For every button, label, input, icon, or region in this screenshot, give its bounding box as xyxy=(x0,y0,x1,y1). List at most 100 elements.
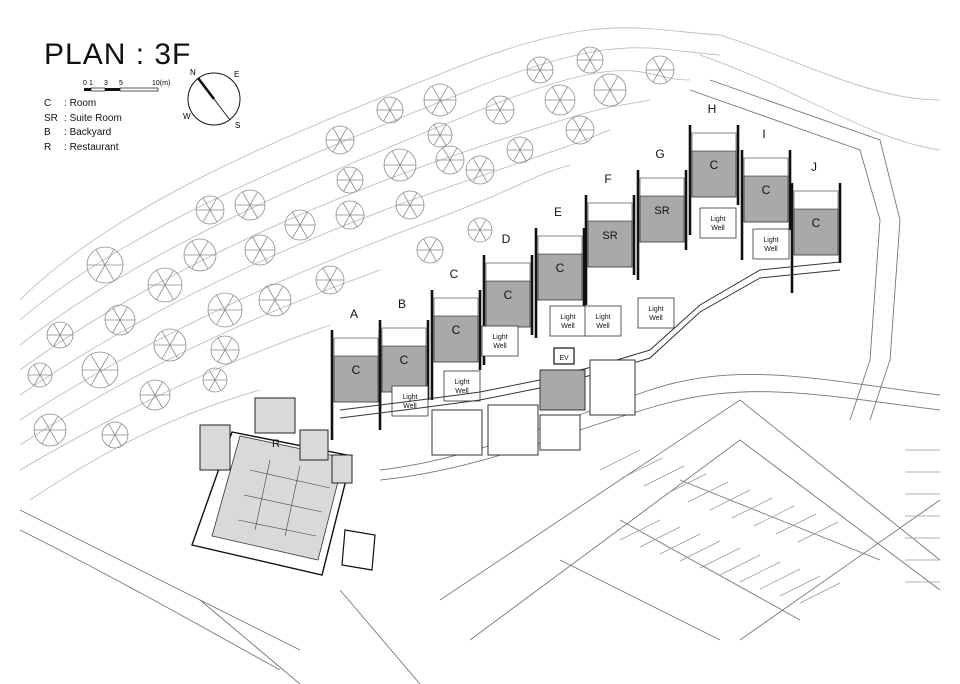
tree-branch xyxy=(208,369,216,381)
tree-branch xyxy=(224,337,233,351)
tree-branch xyxy=(449,159,458,173)
tree-branch xyxy=(154,381,163,396)
light-well-label: Well xyxy=(711,225,725,232)
tree-branch xyxy=(579,117,588,131)
tree-branch xyxy=(53,323,61,336)
room-unit xyxy=(793,208,839,256)
suite-room-label: SR xyxy=(602,230,617,242)
tree-branch xyxy=(90,369,101,386)
tree-branch xyxy=(292,224,301,239)
contour-lines xyxy=(19,27,941,501)
tree-branch xyxy=(519,149,527,162)
tree-branch xyxy=(108,423,116,436)
tree-branch xyxy=(431,85,441,101)
tree-branch xyxy=(391,150,401,166)
tree-branch xyxy=(442,159,451,173)
tree-branch xyxy=(552,99,561,114)
room-unit xyxy=(433,315,479,363)
parking-stall-line xyxy=(797,521,839,543)
light-well-label: Light xyxy=(402,394,417,401)
tree-branch xyxy=(99,369,110,386)
trees xyxy=(27,46,675,449)
room-label: C xyxy=(352,363,361,377)
tree-branch xyxy=(329,279,338,293)
scale-tick-0: 0 xyxy=(83,80,87,87)
room-units xyxy=(333,132,839,417)
legend-item-room: C: Room xyxy=(44,97,122,112)
compass-n: N xyxy=(190,68,196,77)
tree-branch xyxy=(349,179,357,192)
tree-branch xyxy=(343,168,351,181)
tree-branch xyxy=(499,97,508,111)
tree-branch xyxy=(252,249,261,264)
tree-branch xyxy=(433,134,441,146)
tree-branch xyxy=(209,197,218,211)
tree-branch xyxy=(49,429,59,445)
tree-branch xyxy=(299,211,308,226)
tree-branch xyxy=(429,249,437,262)
parking-stall-line xyxy=(621,457,663,479)
block-label-c: C xyxy=(450,267,459,281)
tree-branch xyxy=(161,344,171,360)
tree-branch xyxy=(274,299,284,315)
tree-branch xyxy=(349,202,358,216)
tree-branch xyxy=(191,254,201,270)
parking-stall-line xyxy=(739,561,781,583)
tree-branch xyxy=(589,59,597,72)
tree-branch xyxy=(266,285,276,301)
room-labels: ACBCCCDCECFSRGSRHCICJCLightWellLightWell… xyxy=(272,102,821,450)
tree-branch xyxy=(423,249,431,262)
tree-branch xyxy=(539,69,547,82)
legend-sep: : xyxy=(64,112,70,124)
tree-branch xyxy=(433,124,441,136)
tree-branch xyxy=(349,214,358,228)
tree-branch xyxy=(399,164,409,180)
legend-code: R xyxy=(44,141,52,153)
light-well-label: Light xyxy=(492,334,507,341)
parking-stall-line xyxy=(799,582,841,604)
tree-branch xyxy=(439,99,449,115)
tree-branch xyxy=(439,124,447,136)
tree-branch xyxy=(383,98,391,111)
tree-branch xyxy=(147,394,156,409)
tree-branch xyxy=(33,374,41,386)
tree-branch xyxy=(259,249,268,264)
plan-title: PLAN : 3F xyxy=(44,38,192,71)
tree-branch xyxy=(431,99,441,115)
parking-stall-line xyxy=(753,505,795,527)
tree-branch xyxy=(147,381,156,396)
light-well-label: Well xyxy=(764,246,778,253)
tree-branch xyxy=(472,169,481,183)
tree-branch xyxy=(53,334,61,347)
block-label-f: F xyxy=(604,172,611,186)
tree-branch xyxy=(579,129,588,143)
parking-stall-line xyxy=(619,519,661,541)
tree-branch xyxy=(156,284,166,300)
tree-branch xyxy=(169,344,179,360)
room-terrace xyxy=(587,202,633,222)
light-well-label: Well xyxy=(649,315,663,322)
room-unit xyxy=(743,175,789,223)
legend-text: Restaurant xyxy=(69,141,119,153)
tree-branch xyxy=(95,249,106,266)
tree-branch xyxy=(609,75,619,91)
light-well xyxy=(549,305,587,337)
tree-branch xyxy=(499,109,508,123)
tree-branch xyxy=(409,192,418,206)
room-unit xyxy=(587,220,633,268)
tree-branch xyxy=(513,138,521,151)
room-unit xyxy=(639,195,685,243)
room-terrace xyxy=(537,235,583,255)
tree-branch xyxy=(492,97,501,111)
tree-branch xyxy=(217,337,226,351)
tree-branch xyxy=(339,139,348,153)
tree-branch xyxy=(589,48,597,61)
tree-branch xyxy=(274,285,284,301)
tree-branch xyxy=(329,267,338,281)
room-label: C xyxy=(556,261,565,275)
tree-branch xyxy=(154,394,163,409)
tree-branch xyxy=(383,109,391,122)
restaurant-wing xyxy=(191,397,376,576)
parking-stall-line xyxy=(709,489,751,511)
